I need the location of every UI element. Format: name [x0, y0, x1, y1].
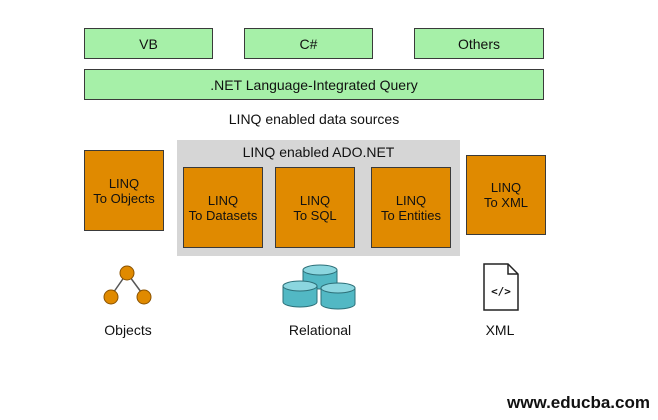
linq-to-xml-line2: To XML: [483, 195, 529, 210]
linq-to-sql-line2: To SQL: [293, 207, 337, 223]
linq-to-datasets-line2: To Datasets: [188, 207, 258, 223]
ado-net-title: LINQ enabled ADO.NET: [242, 144, 395, 160]
linq-to-entities-box: LINQ To Entities: [371, 167, 451, 248]
linq-to-objects-box: LINQ To Objects: [84, 150, 164, 231]
language-label-vb: VB: [139, 35, 158, 52]
linq-to-entities-line1: LINQ: [395, 192, 427, 208]
linq-to-datasets-line1: LINQ: [207, 192, 239, 208]
database-icon: [282, 264, 356, 310]
linq-to-sql-line1: LINQ: [299, 192, 331, 208]
language-box-vb: VB: [84, 28, 213, 59]
object-graph-icon: [103, 265, 152, 305]
xml-icon-label: XML: [485, 322, 515, 338]
xml-icon-glyph: </>: [491, 285, 511, 298]
language-box-others: Others: [414, 28, 544, 59]
linq-to-xml-line1: LINQ: [490, 180, 522, 195]
linq-to-datasets-box: LINQ To Datasets: [183, 167, 263, 248]
data-sources-caption: LINQ enabled data sources: [228, 111, 400, 127]
language-label-others: Others: [457, 35, 500, 52]
linq-to-xml-box: LINQ To XML: [466, 155, 546, 235]
objects-icon-label: Objects: [104, 322, 152, 338]
watermark: www.educba.com: [507, 393, 650, 412]
linq-to-sql-box: LINQ To SQL: [275, 167, 355, 248]
language-box-csharp: C#: [244, 28, 373, 59]
xml-file-icon: </>: [483, 263, 519, 311]
language-label-csharp: C#: [299, 35, 318, 52]
linq-to-objects-line2: To Objects: [93, 190, 155, 206]
relational-icon-label: Relational: [288, 322, 352, 338]
linq-to-entities-line2: To Entities: [381, 207, 441, 223]
linq-query-box: .NET Language-Integrated Query: [84, 69, 544, 100]
linq-to-objects-line1: LINQ: [108, 175, 140, 191]
linq-query-label: .NET Language-Integrated Query: [210, 76, 418, 93]
